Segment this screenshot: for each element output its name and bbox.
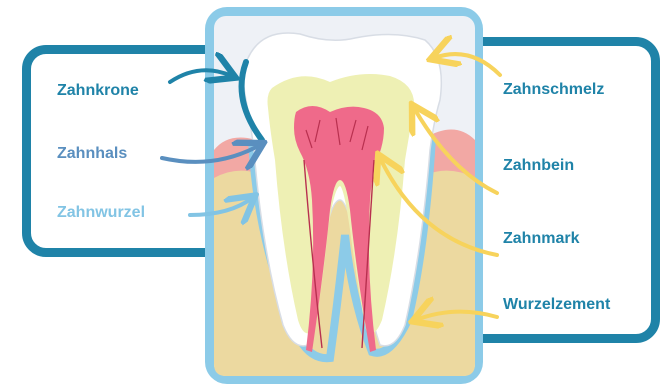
label-zahnschmelz: Zahnschmelz xyxy=(503,80,604,100)
label-zahnhals: Zahnhals xyxy=(57,144,127,164)
label-zahnkrone: Zahnkrone xyxy=(57,81,139,101)
label-zahnwurzel: Zahnwurzel xyxy=(57,203,145,223)
label-wurzelzement: Wurzelzement xyxy=(503,295,610,315)
label-zahnbein: Zahnbein xyxy=(503,156,574,176)
label-zahnmark: Zahnmark xyxy=(503,229,579,249)
